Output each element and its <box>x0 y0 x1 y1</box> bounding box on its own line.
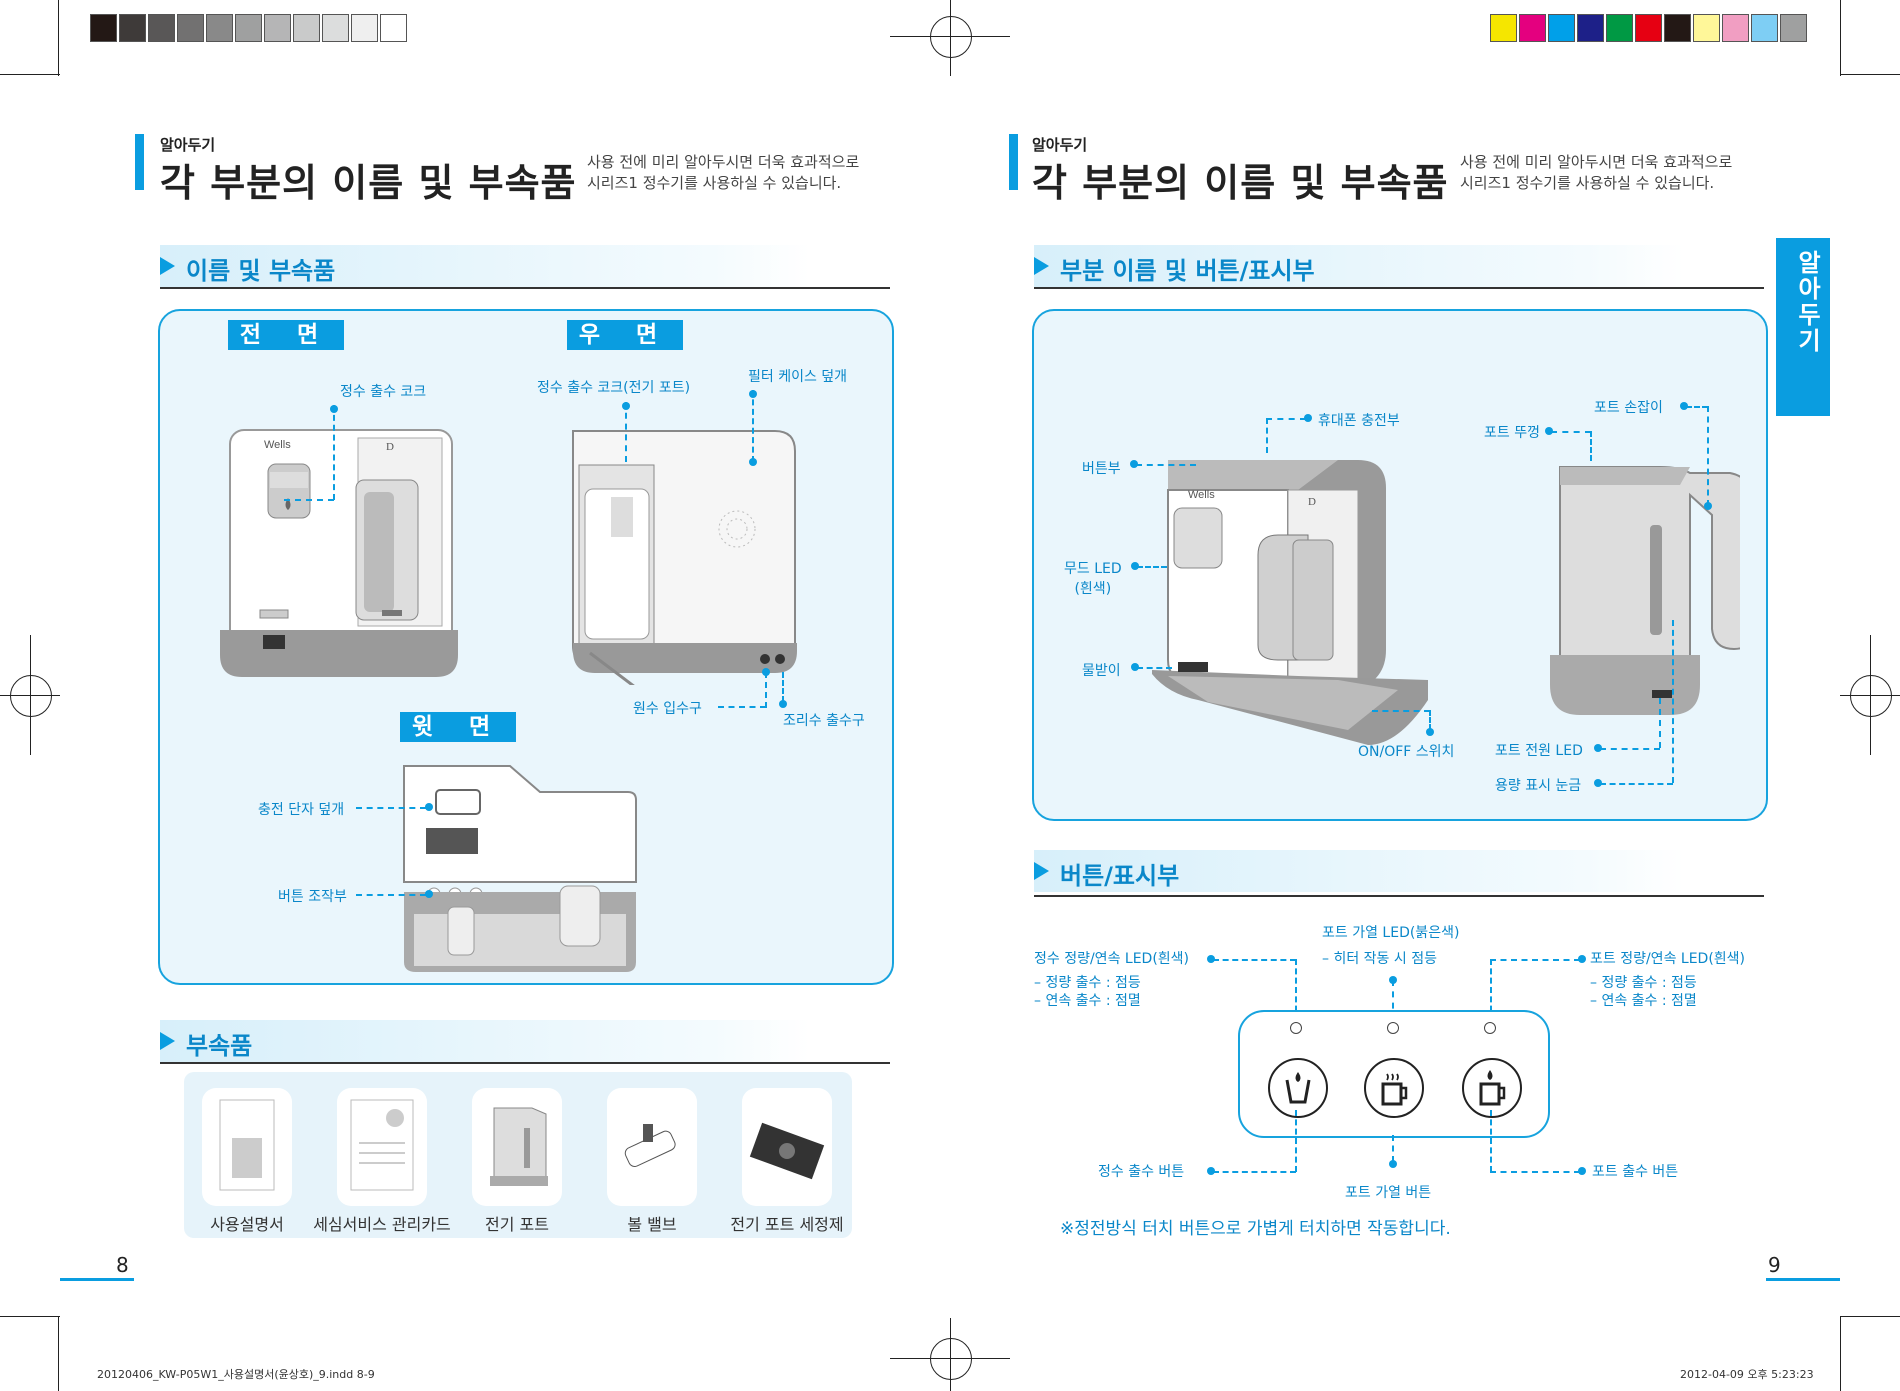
gray-swatch <box>177 14 204 42</box>
page-number-left: 8 <box>116 1253 129 1277</box>
gray-swatch <box>293 14 320 42</box>
top-view-illustration <box>403 765 637 972</box>
water-button-label: 정수 출수 버튼 <box>1098 1164 1185 1180</box>
callout-faucet-kettle: 정수 출수 코크(전기 포트) <box>537 380 691 396</box>
machine-angle-illustration: Wells D <box>1152 460 1428 745</box>
gray-swatch <box>380 14 407 42</box>
pot-heat-button[interactable] <box>1364 1058 1424 1118</box>
color-swatch <box>1577 14 1604 42</box>
accessory-card <box>337 1088 427 1206</box>
accessory-label: 전기 포트 세정제 <box>730 1215 844 1234</box>
right-view-illustration <box>572 430 797 685</box>
kettle-illustration <box>1550 466 1740 715</box>
gray-swatch <box>235 14 262 42</box>
front-label: 전 면 <box>228 320 344 350</box>
color-swatch <box>1751 14 1778 42</box>
callout-front-faucet: 정수 출수 코크 <box>340 384 427 400</box>
section-header-buttons: 버튼/표시부 <box>1034 850 1684 892</box>
chapter-tag: 알아두기 <box>160 136 216 154</box>
color-swatch <box>1606 14 1633 42</box>
color-swatch <box>1693 14 1720 42</box>
pot-dispense-button[interactable] <box>1462 1058 1522 1118</box>
callout-filter-cover: 필터 케이스 덮개 <box>748 369 848 385</box>
svg-text:Wells: Wells <box>1188 489 1215 501</box>
color-swatch <box>1548 14 1575 42</box>
mid-led-label: 포트 가열 LED(붉은색) – 히터 작동 시 점등 <box>1322 925 1460 967</box>
right-side-label: 우 면 <box>567 320 683 350</box>
page-number-right: 9 <box>1768 1253 1781 1277</box>
ball-valve-icon <box>624 1124 676 1168</box>
mug-heat-icon <box>1381 1073 1408 1106</box>
svg-text:D: D <box>1308 496 1316 508</box>
section-header-accessories: 부속품 <box>160 1020 810 1062</box>
kettle-icon <box>490 1107 548 1186</box>
section-header-parts: 부분 이름 및 버튼/표시부 <box>1034 245 1684 287</box>
callout-charge-cover: 충전 단자 덮개 <box>258 802 345 818</box>
gray-swatch <box>206 14 233 42</box>
callout-mood-led: 무드 LED (흰색) <box>1064 561 1122 597</box>
section-header-names: 이름 및 부속품 <box>160 245 810 287</box>
accessory-card <box>607 1088 697 1206</box>
page-title-right: 각 부분의 이름 및 부속품 <box>1032 161 1449 205</box>
water-dispense-button[interactable] <box>1268 1058 1328 1118</box>
left-led-label: 정수 정량/연속 LED(흰색) – 정량 출수 : 점등 – 연속 출수 : … <box>1034 951 1190 1009</box>
callout-drip-tray: 물받이 <box>1082 663 1121 679</box>
heat-button-label: 포트 가열 버튼 <box>1345 1185 1432 1201</box>
touch-note: ※정전방식 터치 버튼으로 가볍게 터치하면 작동합니다. <box>1060 1219 1451 1239</box>
gray-swatch <box>119 14 146 42</box>
intro-text: 사용 전에 미리 알아두시면 더욱 효과적으로 시리즈1 정수기를 사용하실 수… <box>587 153 860 192</box>
accessory-label: 사용설명서 <box>210 1215 284 1234</box>
color-swatch <box>1519 14 1546 42</box>
callout-onoff: ON/OFF 스위치 <box>1358 744 1455 760</box>
callout-pot-handle: 포트 손잡이 <box>1594 400 1663 416</box>
footer-filename: 20120406_KW-P05W1_사용설명서(윤상호)_9.indd 8-9 <box>97 1368 375 1381</box>
cup-water-icon <box>1285 1072 1311 1104</box>
svg-text:Wells: Wells <box>264 439 291 451</box>
callout-pot-power-led: 포트 전원 LED <box>1495 743 1583 759</box>
color-swatch <box>1490 14 1517 42</box>
side-tab: 알아두기 <box>1776 238 1830 416</box>
service-card-icon <box>350 1099 414 1191</box>
color-swatch <box>1664 14 1691 42</box>
callout-button-part: 버튼부 <box>1082 461 1121 477</box>
callout-water-inlet: 원수 입수구 <box>633 701 702 717</box>
callout-pot-lid: 포트 뚜껑 <box>1484 425 1540 441</box>
cleaner-icon <box>749 1122 825 1180</box>
pot-button-label: 포트 출수 버튼 <box>1592 1164 1679 1180</box>
gray-swatch <box>351 14 378 42</box>
gray-swatch <box>90 14 117 42</box>
accessory-label: 세심서비스 관리카드 <box>313 1215 451 1234</box>
accessory-card <box>472 1088 562 1206</box>
top-label: 윗 면 <box>400 712 516 742</box>
right-led-label: 포트 정량/연속 LED(흰색) – 정량 출수 : 점등 – 연속 출수 : … <box>1590 951 1746 1009</box>
gray-swatch <box>148 14 175 42</box>
svg-text:D: D <box>386 441 394 453</box>
callout-capacity-scale: 용량 표시 눈금 <box>1495 778 1582 794</box>
page-title: 각 부분의 이름 및 부속품 <box>160 161 577 205</box>
callout-phone-charge: 휴대폰 충전부 <box>1318 413 1400 429</box>
gray-swatch <box>322 14 349 42</box>
mug-water-icon <box>1479 1070 1506 1106</box>
manual-icon <box>219 1099 275 1191</box>
chapter-tag-right: 알아두기 <box>1032 136 1088 154</box>
intro-text-right: 사용 전에 미리 알아두시면 더욱 효과적으로 시리즈1 정수기를 사용하실 수… <box>1460 153 1733 192</box>
accessory-label: 볼 밸브 <box>627 1215 677 1234</box>
accessory-card <box>202 1088 292 1206</box>
callout-button-panel: 버튼 조작부 <box>278 889 347 905</box>
accessory-card <box>742 1088 832 1206</box>
color-swatch <box>1722 14 1749 42</box>
front-view-illustration: Wells D <box>220 429 458 677</box>
color-swatch <box>1780 14 1807 42</box>
gray-swatch <box>264 14 291 42</box>
color-swatch <box>1635 14 1662 42</box>
accessory-label: 전기 포트 <box>485 1215 549 1234</box>
footer-timestamp: 2012-04-09 오후 5:23:23 <box>1680 1368 1814 1381</box>
callout-cooking-outlet: 조리수 출수구 <box>783 713 865 729</box>
